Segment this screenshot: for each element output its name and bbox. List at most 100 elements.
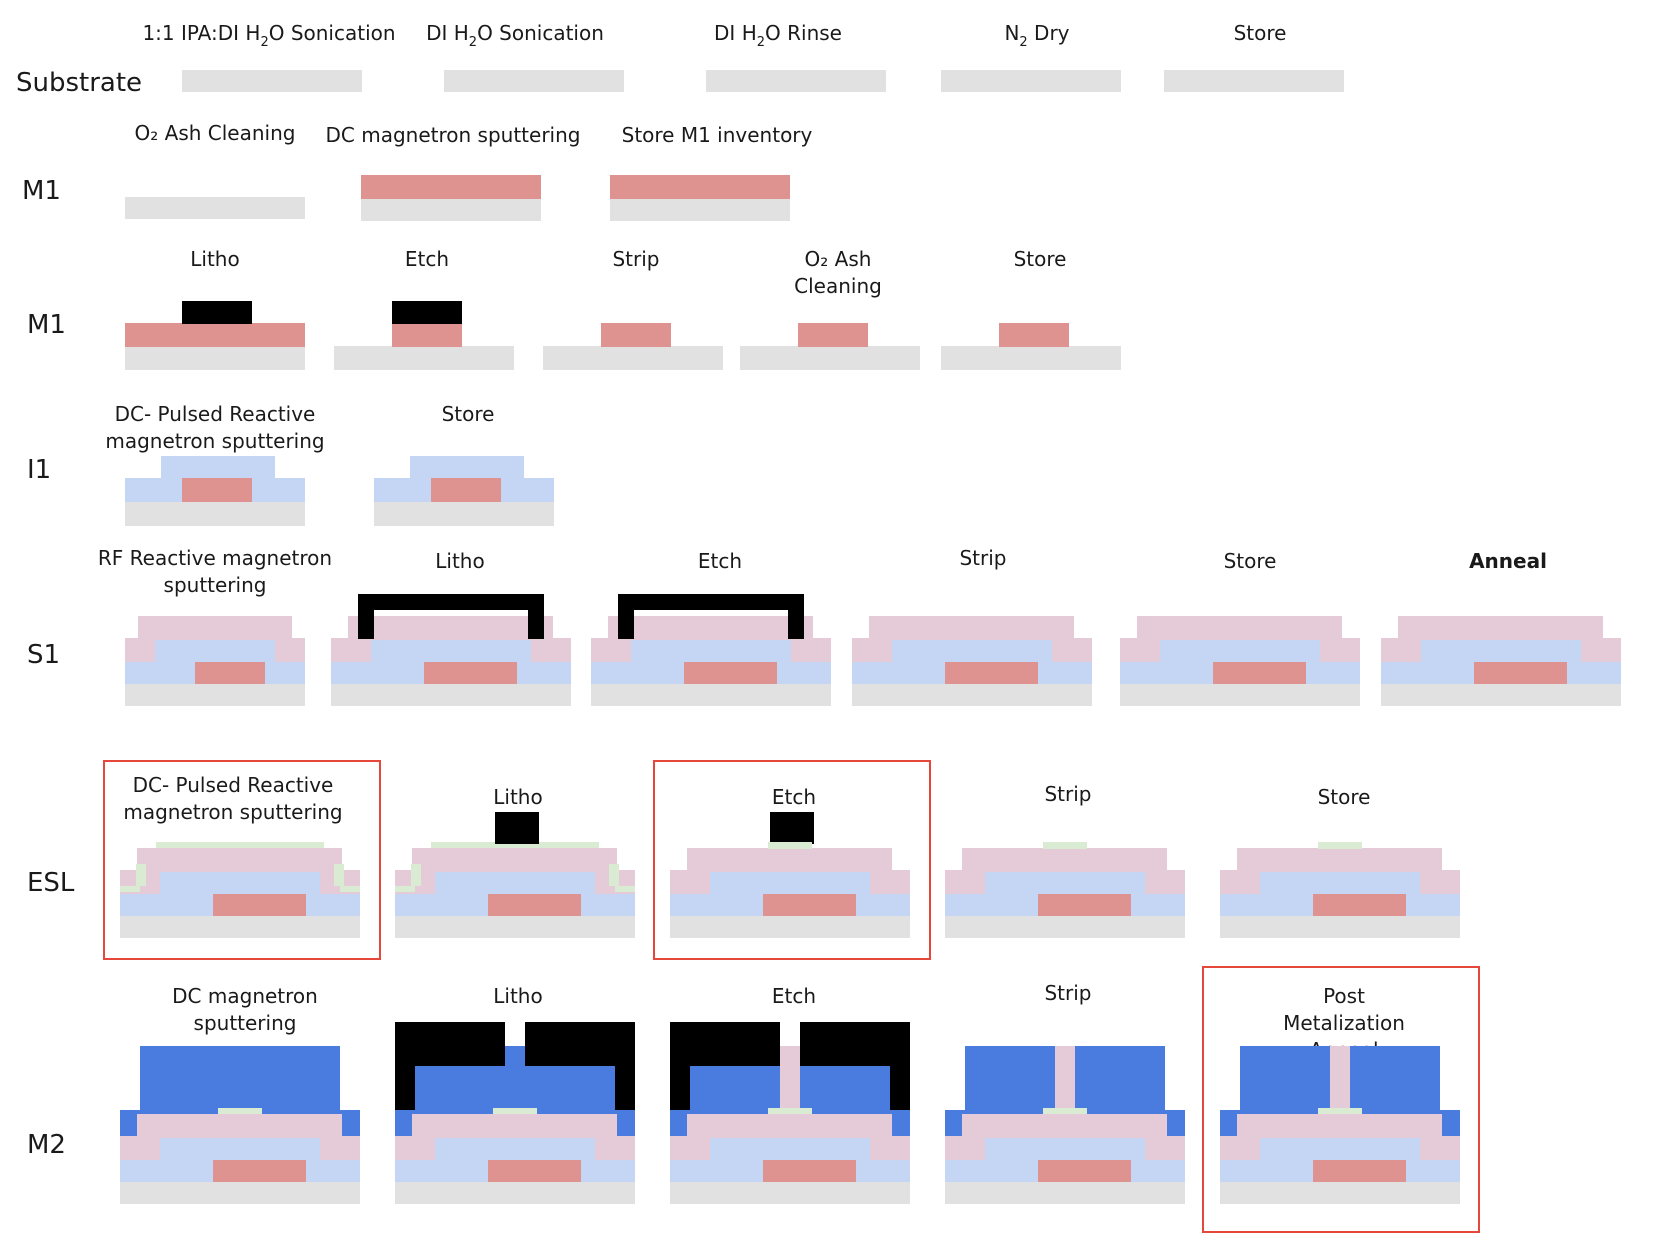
metal1-layer <box>798 323 868 347</box>
metal1-layer <box>182 478 252 502</box>
semiconductor-layer <box>945 870 985 894</box>
step-label-m1-pat-5: Store <box>1013 247 1067 271</box>
substrate-layer <box>331 682 571 706</box>
step-label-esl-2: Litho <box>493 785 543 809</box>
semiconductor-layer <box>137 848 342 872</box>
substrate-layer <box>1164 70 1344 92</box>
metal1-layer <box>424 660 517 684</box>
photoresist-layer <box>800 1022 910 1066</box>
metal1-layer <box>213 1158 306 1182</box>
substrate-layer <box>395 914 635 938</box>
step-label-m2-2: Litho <box>493 984 543 1008</box>
etch-stop-layer <box>136 864 146 886</box>
photoresist-layer <box>788 594 804 639</box>
insulator-layer <box>161 456 275 480</box>
substrate-layer <box>120 914 360 938</box>
semiconductor-layer <box>1052 638 1092 662</box>
etch-stop-layer <box>1318 842 1362 849</box>
substrate-layer <box>941 346 1121 370</box>
step-label-m1-pat-4: O₂ Ash Cleaning <box>794 247 882 298</box>
semiconductor-layer <box>395 1136 435 1160</box>
semiconductor-layer <box>870 870 910 894</box>
step-label-substrate-3: DI H2O Rinse <box>714 21 842 50</box>
semiconductor-layer <box>962 848 1167 872</box>
step-label-s1-2: Litho <box>435 549 485 573</box>
highlight-box-esl-etch <box>653 760 931 960</box>
step-label-substrate-1: 1:1 IPA:DI H2O Sonication <box>142 21 396 50</box>
semiconductor-layer <box>591 638 631 662</box>
row-label-s1: S1 <box>27 640 61 670</box>
step-label-i1-1: DC- Pulsed Reactive magnetron sputtering <box>105 402 325 453</box>
step-label-esl-3: Etch <box>771 785 817 809</box>
etch-stop-layer <box>120 886 140 892</box>
etch-stop-layer <box>768 842 812 849</box>
semiconductor-layer <box>1055 1046 1075 1112</box>
etch-stop-layer <box>1043 1108 1087 1114</box>
etch-stop-layer <box>218 1108 262 1114</box>
semiconductor-layer <box>1145 870 1185 894</box>
photoresist-layer <box>670 1066 690 1110</box>
step-label-esl-4: Strip <box>1044 782 1092 806</box>
metal1-layer <box>763 1158 856 1182</box>
photoresist-layer <box>395 1066 415 1110</box>
semiconductor-layer <box>1398 616 1603 640</box>
etch-stop-layer <box>609 864 619 886</box>
metal1-layer <box>999 323 1069 347</box>
etch-stop-layer <box>768 1108 812 1114</box>
etch-stop-layer <box>1318 1108 1362 1114</box>
semiconductor-layer <box>791 638 831 662</box>
semiconductor-layer <box>1237 848 1442 872</box>
metal2-layer <box>140 1046 340 1112</box>
substrate-layer <box>591 682 831 706</box>
metal1-layer <box>1313 1158 1406 1182</box>
photoresist-layer <box>615 1066 635 1110</box>
metal1-layer <box>125 323 305 347</box>
metal1-layer <box>392 323 462 347</box>
step-label-s1-5: Store <box>1223 549 1277 573</box>
semiconductor-layer <box>1220 870 1260 894</box>
metal1-layer <box>1038 1158 1131 1182</box>
row-label-m2: M2 <box>27 1130 66 1160</box>
semiconductor-layer <box>120 1136 160 1160</box>
substrate-layer <box>444 70 624 92</box>
highlight-box-m2-anneal <box>1202 966 1480 1233</box>
insulator-layer <box>879 638 1066 662</box>
insulator-layer <box>618 638 805 662</box>
step-label-m1-dep-2: DC magnetron sputtering <box>325 123 581 147</box>
step-label-m1-dep-3: Store M1 inventory <box>621 123 813 147</box>
etch-stop-layer <box>340 886 360 892</box>
insulator-layer <box>145 638 285 662</box>
step-label-m1-pat-3: Strip <box>612 247 660 271</box>
row-label-esl: ESL <box>27 868 75 898</box>
semiconductor-layer <box>138 616 292 640</box>
metal1-layer <box>763 892 856 916</box>
metal1-layer <box>1313 892 1406 916</box>
insulator-layer <box>972 1136 1159 1160</box>
step-label-m2-1: DC magnetron sputtering <box>172 984 318 1035</box>
semiconductor-layer <box>1420 1136 1460 1160</box>
substrate-layer <box>395 1180 635 1204</box>
substrate-layer <box>374 502 554 526</box>
substrate-layer <box>125 682 305 706</box>
row-label-m1-deposition: M1 <box>22 176 61 206</box>
photoresist-layer <box>358 594 374 639</box>
semiconductor-layer <box>331 638 371 662</box>
highlight-box-esl-deposition <box>103 760 381 960</box>
semiconductor-layer <box>670 870 710 894</box>
step-label-m1-dep-1: O₂ Ash Cleaning <box>134 121 296 145</box>
semiconductor-layer <box>1120 638 1160 662</box>
substrate-layer <box>670 914 910 938</box>
photoresist-layer <box>528 594 544 639</box>
metal1-layer <box>195 660 265 684</box>
semiconductor-layer <box>687 848 892 872</box>
semiconductor-layer <box>125 638 155 662</box>
semiconductor-layer <box>348 616 553 640</box>
semiconductor-layer <box>412 1114 617 1138</box>
metal1-layer <box>213 892 306 916</box>
semiconductor-layer <box>780 1046 800 1112</box>
semiconductor-layer <box>869 616 1074 640</box>
insulator-layer <box>697 1136 884 1160</box>
semiconductor-layer <box>595 1136 635 1160</box>
semiconductor-layer <box>1330 1046 1350 1112</box>
